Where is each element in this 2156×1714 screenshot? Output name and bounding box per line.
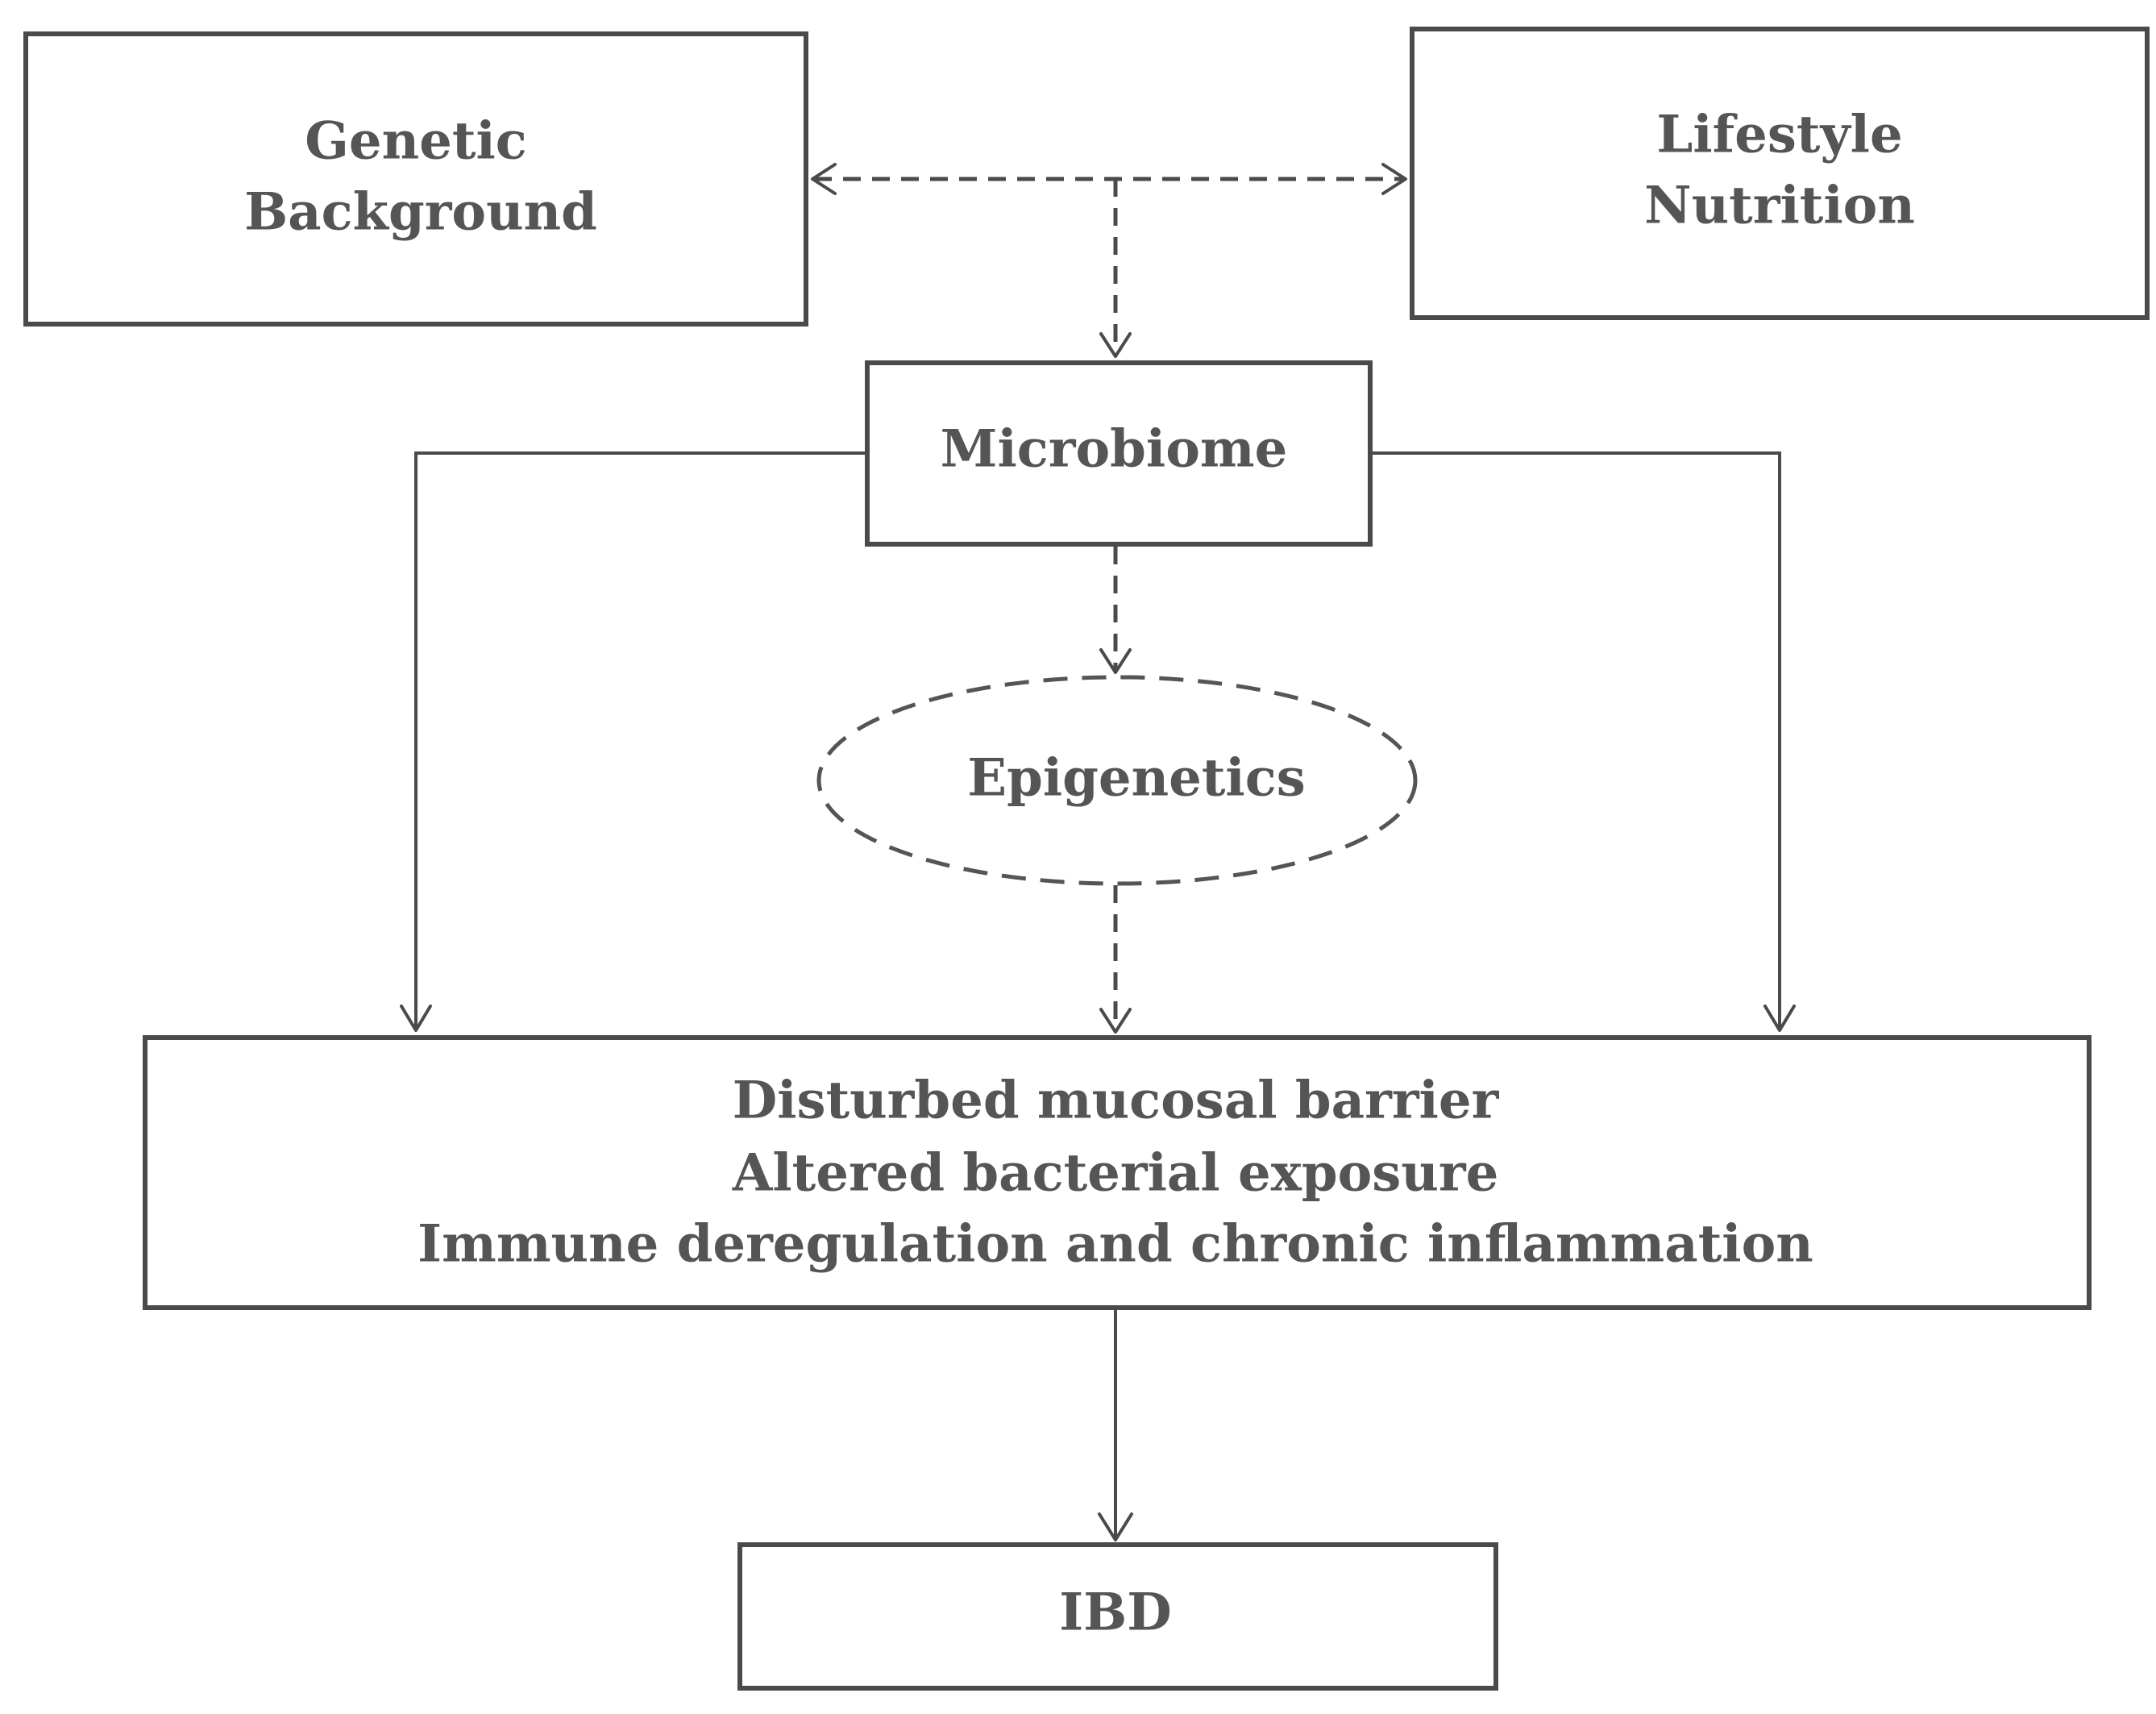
edge-microbiome-mechanisms-left (400, 451, 867, 1032)
node-genetic-background: Genetic Background (23, 31, 808, 327)
epigenetics-label: Epigenetics (967, 748, 1305, 809)
edge-mechanisms-ibd (1098, 1308, 1133, 1541)
lifestyle-label-line-1: Lifestyle (1656, 105, 1902, 165)
mechanism-line-1: Disturbed mucosal barrier (733, 1071, 1500, 1131)
genetic-label-line-2: Background (244, 182, 597, 243)
edge-microbiome-mechanisms-right (1370, 451, 1796, 1032)
mechanism-line-2: Altered bacterial exposure (732, 1143, 1499, 1204)
microbiome-label: Microbiome (941, 419, 1288, 480)
edge-epigenetics-mechanisms (1099, 885, 1132, 1034)
node-microbiome: Microbiome (865, 360, 1373, 547)
node-ibd: IBD (737, 1542, 1498, 1691)
node-epigenetics: Epigenetics (816, 675, 1418, 886)
mechanism-line-3: Immune deregulation and chronic inflamma… (417, 1214, 1813, 1275)
edge-link-to-microbiome (1099, 179, 1132, 358)
lifestyle-label-line-2: Nutrition (1644, 176, 1915, 236)
genetic-label-line-1: Genetic (305, 111, 526, 172)
node-lifestyle-nutrition: Lifestyle Nutrition (1410, 27, 2150, 320)
edge-genetic-lifestyle (811, 163, 1407, 195)
edge-microbiome-epigenetics (1099, 547, 1132, 674)
ibd-label: IBD (1059, 1583, 1172, 1643)
node-mechanisms: Disturbed mucosal barrier Altered bacter… (143, 1035, 2092, 1310)
